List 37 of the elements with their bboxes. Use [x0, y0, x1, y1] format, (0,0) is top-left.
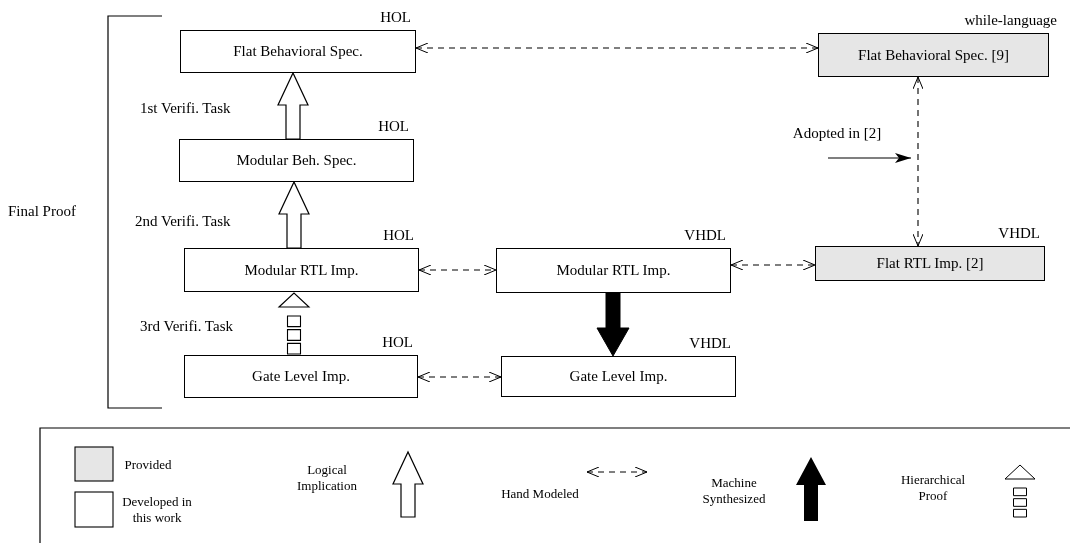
node-label: Flat Behavioral Spec. [9] — [858, 46, 1009, 64]
language-label: HOL — [382, 334, 413, 351]
dashed-double-arrow — [730, 259, 816, 271]
node-label: Flat Behavioral Spec. — [233, 43, 363, 60]
hollow-block-arrow — [277, 71, 309, 140]
language-label: HOL — [380, 9, 411, 26]
legend-text: Provided — [123, 457, 173, 474]
bracket-label: Final Proof — [8, 203, 76, 220]
language-label: HOL — [383, 227, 414, 244]
edge-label: 3rd Verifi. Task — [140, 318, 233, 335]
legend-text: Hierarchical Proof — [899, 472, 967, 505]
dashed-double-arrow — [912, 76, 924, 247]
node-label: Modular RTL Imp. — [244, 261, 359, 279]
hierarchical-arrow — [277, 292, 311, 355]
language-label: VHDL — [689, 335, 731, 352]
language-label: VHDL — [684, 227, 726, 244]
language-label: HOL — [378, 118, 409, 135]
legend-text: Developed in this work — [122, 494, 192, 527]
node-label: Modular Beh. Spec. — [236, 152, 357, 169]
language-label: VHDL — [998, 225, 1040, 242]
legend-text: Machine Synthesized — [701, 475, 767, 508]
dashed-double-arrow — [417, 371, 502, 383]
edge-label: 1st Verifi. Task — [140, 100, 231, 117]
node-label: Gate Level Imp. — [252, 368, 350, 385]
legend-text: Hand Modeled — [500, 486, 580, 503]
node-label: Modular RTL Imp. — [556, 262, 671, 279]
solid-block-arrow — [596, 292, 630, 357]
node-label: Flat RTL Imp. [2] — [876, 255, 984, 272]
arrow — [827, 153, 912, 163]
legend-text: Logical Implication — [296, 462, 358, 495]
annotation-text: Adopted in [2] — [792, 124, 882, 142]
edge-label: 2nd Verifi. Task — [135, 213, 231, 230]
hollow-block-arrow — [278, 180, 310, 249]
dashed-double-arrow — [418, 264, 497, 276]
node-label: Gate Level Imp. — [569, 368, 668, 385]
dashed-double-arrow — [415, 42, 819, 54]
language-label: while-language — [964, 12, 1057, 29]
